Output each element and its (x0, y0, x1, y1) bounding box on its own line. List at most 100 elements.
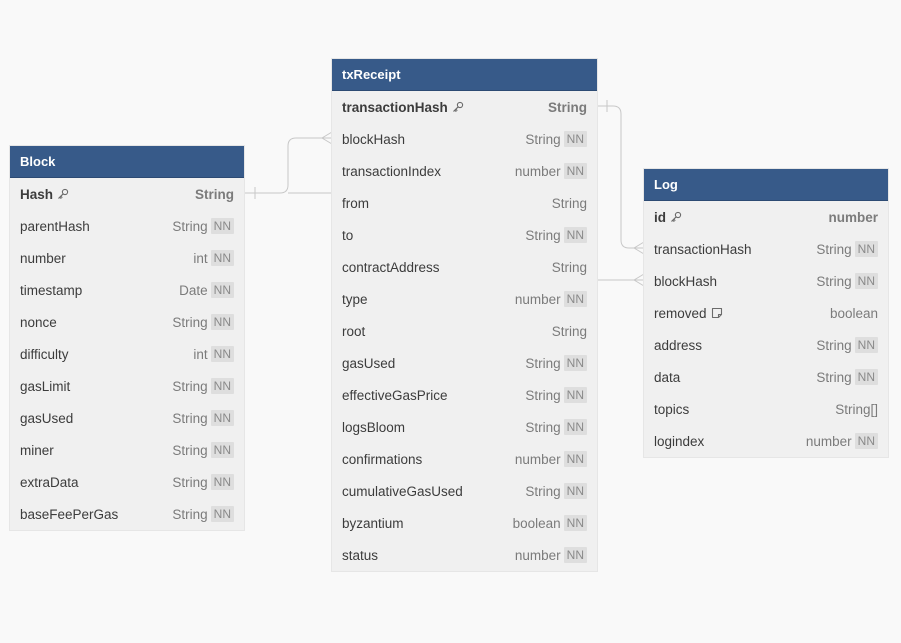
field-name: status (342, 547, 379, 563)
field-type: String (551, 259, 587, 275)
field-name: baseFeePerGas (20, 506, 119, 522)
not-null-badge: NN (854, 337, 878, 353)
field-row[interactable]: from String (332, 187, 597, 219)
field-left: address (654, 338, 702, 353)
field-type: int (193, 250, 208, 266)
field-type: String (195, 186, 234, 202)
not-null-badge: NN (563, 355, 587, 371)
field-left: data (654, 370, 680, 385)
not-null-badge: NN (563, 387, 587, 403)
not-null-badge: NN (563, 419, 587, 435)
field-left: timestamp (20, 283, 82, 298)
field-right: String (195, 187, 234, 202)
not-null-badge: NN (210, 314, 234, 330)
field-name: topics (654, 401, 690, 417)
field-left: extraData (20, 475, 79, 490)
field-type: String (172, 506, 208, 522)
field-right: number (828, 210, 878, 225)
field-row[interactable]: id number (644, 201, 888, 233)
field-left: to (342, 228, 353, 243)
field-left: byzantium (342, 516, 404, 531)
field-type: Date (179, 282, 208, 298)
not-null-badge: NN (854, 273, 878, 289)
field-left: removed (654, 306, 723, 321)
table-title[interactable]: Block (10, 146, 244, 178)
table-title[interactable]: txReceipt (332, 59, 597, 91)
field-left: id (654, 210, 682, 225)
field-name: transactionHash (654, 241, 752, 257)
field-type: String (172, 378, 208, 394)
field-left: from (342, 196, 369, 211)
key-icon (57, 188, 69, 200)
not-null-badge: NN (563, 227, 587, 243)
not-null-badge: NN (210, 218, 234, 234)
field-left: effectiveGasPrice (342, 388, 448, 403)
field-name: address (654, 337, 703, 353)
not-null-badge: NN (563, 483, 587, 499)
field-row[interactable]: topics String[] (644, 393, 888, 425)
field-type: String (816, 369, 852, 385)
field-name: to (342, 227, 354, 243)
field-left: type (342, 292, 368, 307)
field-right: String (552, 196, 587, 211)
field-type: int (193, 346, 208, 362)
field-name: removed (654, 305, 707, 321)
field-type: String (816, 337, 852, 353)
note-icon (711, 307, 723, 319)
field-type: String (525, 419, 561, 435)
field-name: confirmations (342, 451, 423, 467)
table-title[interactable]: Log (644, 169, 888, 201)
field-name: transactionHash (342, 99, 448, 115)
field-left: transactionHash (654, 242, 752, 257)
field-name: difficulty (20, 346, 69, 362)
field-type: String[] (835, 401, 878, 417)
field-name: blockHash (342, 131, 406, 147)
field-type: number (514, 163, 561, 179)
field-name: cumulativeGasUsed (342, 483, 463, 499)
